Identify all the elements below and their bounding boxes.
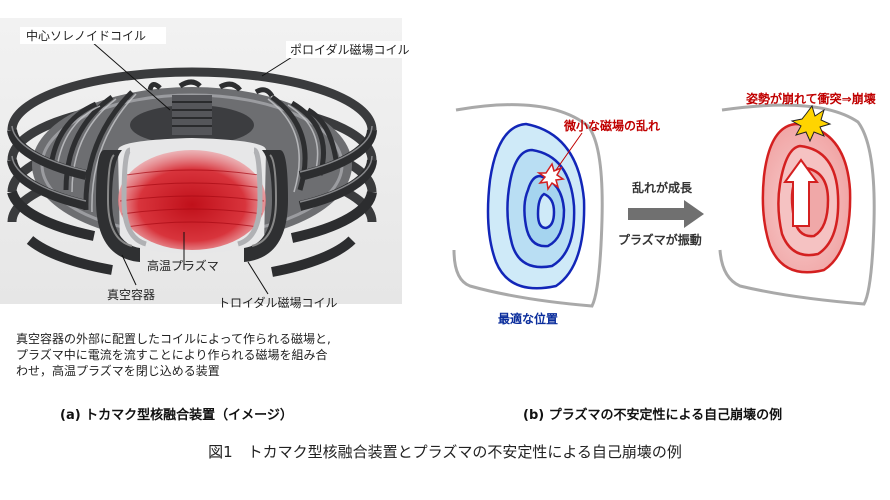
growth-arrow: 乱れが成長 プラズマが振動 xyxy=(618,180,704,247)
disturbance-burst-icon xyxy=(536,162,566,192)
arrow-top-label: 乱れが成長 xyxy=(632,180,693,195)
description-line: わせ，高温プラズマを閉じ込める装置 xyxy=(16,364,220,378)
right-arrow-icon xyxy=(628,200,704,228)
up-arrow-icon xyxy=(783,158,819,227)
device-description: 真空容器の外部に配置したコイルによって作られる磁場と, プラズマ中に電流を流すこ… xyxy=(16,331,396,379)
disturbance-leader xyxy=(555,132,583,171)
plasma-cutaway xyxy=(96,138,288,262)
arrow-bottom-label: プラズマが振動 xyxy=(618,232,702,247)
vessel-wall-right xyxy=(718,103,876,306)
figure-caption: 図1 トカマク型核融合装置とプラズマの不安定性による自己崩壊の例 xyxy=(208,443,682,461)
vessel-wall-left xyxy=(452,103,604,308)
vacuum-vessel-label: 真空容器 xyxy=(107,287,155,302)
disturbance-label: 微小な磁場の乱れ xyxy=(563,118,660,133)
stable-plasma-diagram: 微小な磁場の乱れ 最適な位置 xyxy=(452,103,660,326)
poloidal-coil-label-bg xyxy=(286,41,428,58)
tokamak-illustration: 中心ソレノイドコイル ポロイダル磁場コイル 高温プラズマ 真空容器 トロイダル磁… xyxy=(0,18,428,310)
collapse-label: 姿勢が崩れて衝突⇒崩壊 xyxy=(746,91,877,106)
description-line: 真空容器の外部に配置したコイルによって作られる磁場と, xyxy=(16,332,331,346)
unstable-plasma-diagram: 姿勢が崩れて衝突⇒崩壊 xyxy=(718,91,877,306)
toroidal-coil-label: トロイダル磁場コイル xyxy=(218,295,338,310)
hot-plasma-label: 高温プラズマ xyxy=(147,258,219,273)
collision-burst-icon xyxy=(790,104,832,143)
stable-contour-core xyxy=(536,192,556,230)
central-solenoid-label: 中心ソレノイドコイル xyxy=(26,28,146,43)
description-line: プラズマ中に電流を流すことにより作られる磁場を組み合 xyxy=(16,348,328,362)
poloidal-coil-front xyxy=(7,129,377,277)
optimal-position-label: 最適な位置 xyxy=(498,311,558,326)
subtitle-b: (b) プラズマの不安定性による自己崩壊の例 xyxy=(523,408,783,423)
subtitle-a: (a) トカマク型核融合装置（イメージ） xyxy=(60,408,293,423)
central-solenoid-label-bg xyxy=(20,27,166,44)
poloidal-coil-label: ポロイダル磁場コイル xyxy=(290,42,410,57)
